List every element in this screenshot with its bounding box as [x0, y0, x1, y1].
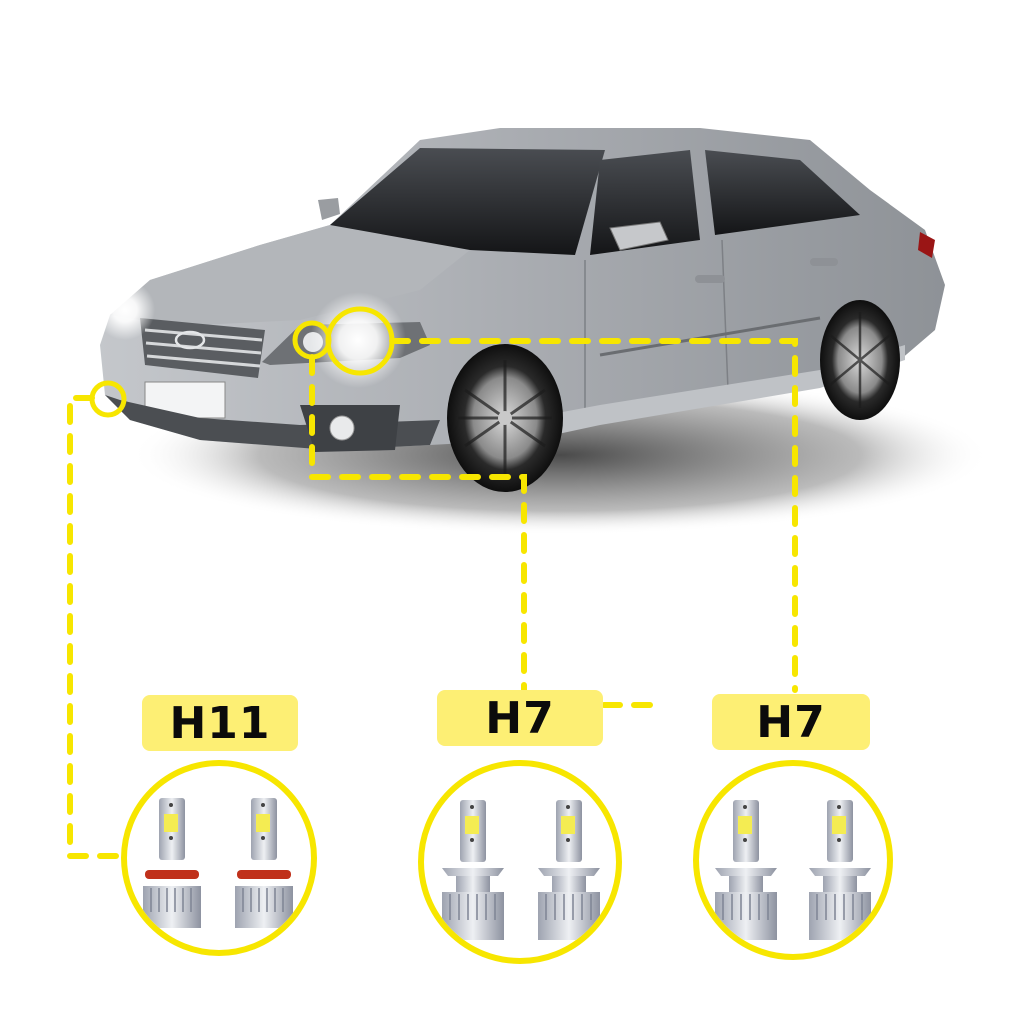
bulb-type-text: H7	[756, 696, 826, 748]
h11-bulb-pair	[121, 760, 317, 956]
high-beam-marker-icon	[325, 306, 395, 376]
low-beam-connector	[309, 354, 527, 693]
bulb-type-label: H11	[142, 695, 298, 751]
led-bulb-icon	[143, 798, 293, 928]
fog-light-connector	[67, 395, 125, 859]
bulb-type-text: H7	[485, 692, 555, 744]
fog-light-marker-icon	[89, 380, 127, 418]
high-beam-connector	[389, 338, 798, 693]
led-bulb-icon	[442, 800, 600, 940]
h7-low-beam-bulb-pair	[418, 760, 622, 964]
bulb-type-text: H11	[169, 697, 271, 749]
bulb-type-label: H7	[712, 694, 870, 750]
low-beam-marker-icon	[292, 320, 332, 360]
bulb-type-label: H7	[437, 690, 603, 746]
h7-high-beam-bulb-pair	[693, 760, 893, 960]
led-bulb-icon	[715, 800, 871, 940]
